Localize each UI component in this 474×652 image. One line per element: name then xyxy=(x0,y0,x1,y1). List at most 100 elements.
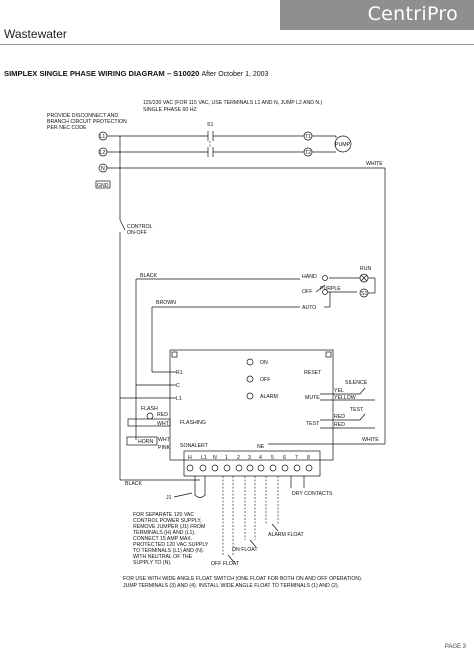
board-l1: L1 xyxy=(176,396,182,402)
wire-red-test-2: RED xyxy=(334,422,345,428)
terminal-label-8: 8 xyxy=(307,455,310,461)
terminal-label-7: 7 xyxy=(295,455,298,461)
document-title: SIMPLEX SINGLE PHASE WIRING DIAGRAM – S1… xyxy=(4,69,268,78)
off-float-label: OFF FLOAT xyxy=(211,561,240,567)
brand-banner: CentriPro xyxy=(280,0,474,30)
terminal-t1-label: T1 xyxy=(305,134,311,140)
wide-angle-note-1: FOR USE WITH WIDE ANGLE FLOAT SWITCH (ON… xyxy=(123,576,362,582)
terminal-screw-1 xyxy=(223,464,231,472)
wire-black-label: BLACK xyxy=(140,273,158,279)
control-note-line-4: TERMINALS (H) AND (L1). xyxy=(133,530,196,536)
hoa-hand: HAND xyxy=(302,274,317,280)
terminal-screw-3 xyxy=(246,464,254,472)
dry-contacts-label: DRY CONTACTS xyxy=(292,491,333,497)
horn-label: HORN xyxy=(138,439,154,445)
terminal-screw-2 xyxy=(235,464,243,472)
jumper-j1-label: J1 xyxy=(166,495,172,501)
wire-red-flash: RED xyxy=(157,412,168,418)
flash-label: FLASH xyxy=(141,406,158,412)
document-title-sub: After October 1, 2003 xyxy=(201,71,269,78)
control-board xyxy=(169,349,334,461)
board-corner-tl xyxy=(171,351,178,358)
disconnect-note-2: BRANCH CIRCUIT PROTECTION xyxy=(47,119,127,125)
terminal-n-label: N xyxy=(101,166,105,172)
off-float-switch xyxy=(227,554,235,563)
led-on-label: ON xyxy=(260,360,268,366)
terminal-screw-7 xyxy=(293,464,301,472)
control-note-line-8: WITH NEUTRAL OF THE xyxy=(133,554,193,560)
control-switch xyxy=(119,219,126,231)
document-title-main: SIMPLEX SINGLE PHASE WIRING DIAGRAM – S1… xyxy=(4,69,200,78)
terminal-t2-label: T2 xyxy=(305,150,311,156)
header-divider xyxy=(0,44,474,45)
supply-note-1: 115/230 VAC (FOR 115 VAC, USE TERMINALS … xyxy=(143,100,323,106)
board-test: TEST xyxy=(306,421,320,427)
terminal-screw-h xyxy=(186,464,194,472)
page-number: PAGE 3 xyxy=(444,644,466,650)
led-off xyxy=(246,375,254,383)
terminal-gnd-label: GND xyxy=(97,183,109,189)
board-c: C xyxy=(176,383,180,389)
terminal-screw-8 xyxy=(305,464,313,472)
board-sonalert: SONALERT xyxy=(180,443,209,449)
terminal-label-1: 1 xyxy=(225,455,228,461)
alarm-float-label: ALARM FLOAT xyxy=(268,532,304,538)
led-on xyxy=(246,358,254,366)
terminal-screw-4 xyxy=(257,464,265,472)
wire-black-bottom: BLACK xyxy=(125,481,143,487)
board-flashing: FLASHING xyxy=(180,420,206,426)
flash-light xyxy=(146,412,154,420)
board-corner-tr xyxy=(325,351,332,358)
pump-label: PUMP xyxy=(335,142,351,148)
jumper-j1-leader xyxy=(173,492,193,498)
led-alarm-label: ALARM xyxy=(260,394,278,400)
flash-lamp-box xyxy=(127,418,171,427)
control-note-line-6: PROTECTED 120 VAC SUPPLY xyxy=(133,542,209,548)
control-note-line-9: SUPPLY TO (N). xyxy=(133,560,172,566)
wire-pink-horn: PINK xyxy=(158,445,171,451)
run-light-x2 xyxy=(360,274,368,282)
terminal-label-4: 4 xyxy=(259,455,262,461)
silence-switch xyxy=(359,387,366,395)
disconnect-note-1: PROVIDE DISCONNECT AND xyxy=(47,113,118,119)
board-reset: RESET xyxy=(304,370,322,376)
contactor-s1-label: S1 xyxy=(207,122,213,128)
hoa-off-contact xyxy=(322,289,328,295)
on-float-switch xyxy=(249,539,257,548)
jumper-j1 xyxy=(194,476,206,498)
control-switch-label-2: ON-OFF xyxy=(127,230,147,236)
control-note-line-7: TO TERMINALS (L1) AND (N). xyxy=(133,548,204,554)
wire-brown-label: BROWN xyxy=(156,300,176,306)
terminal-l2-label: L2 xyxy=(100,150,106,156)
horn-box xyxy=(126,436,158,446)
terminal-label-5: 5 xyxy=(271,455,274,461)
control-note-line-2: CONTROL POWER SUPPLY, xyxy=(133,518,202,524)
terminal-screw-l1 xyxy=(199,464,207,472)
wire-purple-label: PURPLE xyxy=(320,286,341,292)
terminal-label-6: 6 xyxy=(283,455,286,461)
brand-logo: CentriPro xyxy=(367,3,458,25)
control-note-line-1: FOR SEPARATE 120 VAC xyxy=(133,512,194,518)
control-switch-label-1: CONTROL xyxy=(127,224,152,230)
on-float-label: ON FLOAT xyxy=(232,547,258,553)
wire-yel-label: YEL xyxy=(334,388,344,394)
terminal-block xyxy=(183,450,321,477)
terminal-l1-label: L1 xyxy=(100,134,106,140)
wire-wht-horn: WHT xyxy=(158,437,171,443)
terminal-screw-5 xyxy=(269,464,277,472)
coil-s1-label: S1 xyxy=(361,291,367,297)
terminal-label-2: 2 xyxy=(237,455,240,461)
run-light-label: RUN xyxy=(360,266,371,272)
wire-yellow-label: YELLOW xyxy=(334,395,356,401)
board-mute: MUTE xyxy=(305,395,320,401)
white-label-right: WHITE xyxy=(362,437,379,443)
wire-red-test-1: RED xyxy=(334,414,345,420)
board-r1: R1 xyxy=(176,370,183,376)
test-switch xyxy=(359,413,366,421)
terminal-screw-n xyxy=(211,464,219,472)
terminal-label-l1: L1 xyxy=(201,455,207,461)
disconnect-note-3: PER NEC CODE xyxy=(47,125,87,131)
test-label: TEST xyxy=(350,407,364,413)
led-off-label: OFF xyxy=(260,377,270,383)
